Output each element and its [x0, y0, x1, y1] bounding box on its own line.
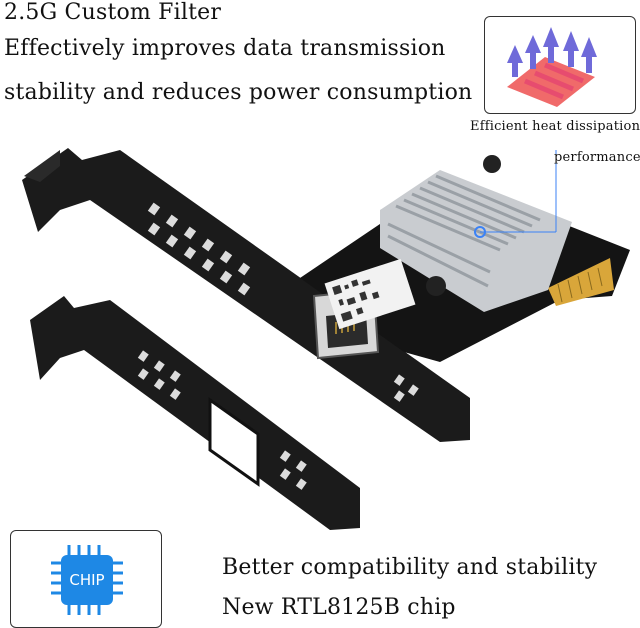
- heat-dissipation-label-1: Efficient heat dissipation: [470, 119, 640, 134]
- full-height-bracket: [22, 148, 470, 442]
- headline-title: 2.5G Custom Filter: [4, 0, 222, 25]
- rj45-port: [312, 258, 416, 360]
- caption-chip: New RTL8125B chip: [222, 595, 456, 620]
- heatsink: [380, 150, 572, 312]
- heat-dissipation-label-2: performance: [554, 150, 640, 165]
- caption-compatibility: Better compatibility and stability: [222, 555, 598, 580]
- heat-dissipation-callout: [484, 16, 636, 114]
- low-profile-bracket: [30, 296, 360, 530]
- chip-callout: CHIP: [10, 530, 162, 628]
- headline-line-1: Effectively improves data transmission: [4, 36, 446, 61]
- chip-icon: [51, 545, 123, 615]
- headline-line-2: stability and reduces power consumption: [4, 80, 473, 105]
- heat-dissipation-icon: [507, 27, 597, 107]
- chip-label: CHIP: [61, 555, 113, 605]
